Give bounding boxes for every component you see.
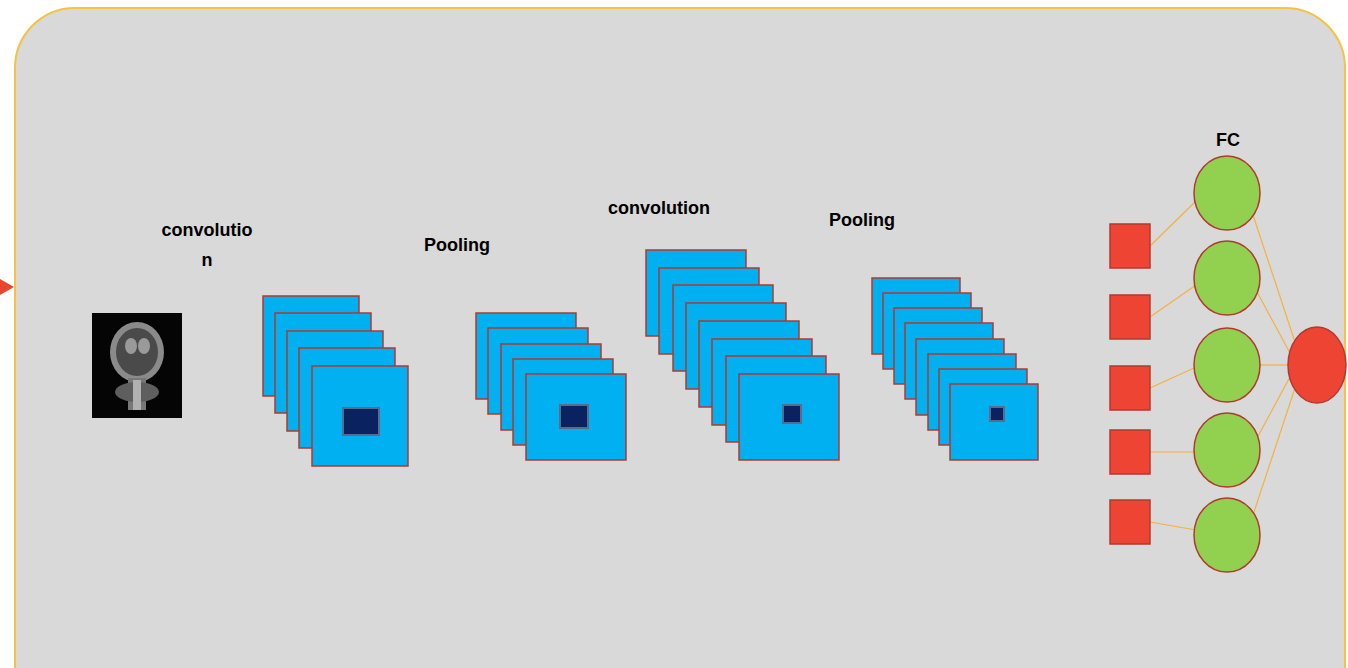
pool-feature-maps-2: [872, 278, 1038, 460]
fc-connections: [1150, 200, 1296, 530]
layer-label: Pooling: [829, 205, 895, 235]
output-neuron: [1288, 327, 1346, 403]
incoming-arrowhead: [0, 279, 14, 295]
panel-background: [15, 8, 1345, 668]
pool-feature-maps-1: [476, 313, 626, 460]
layer-label: convolution: [608, 193, 710, 223]
conv-feature-maps-2: [646, 250, 839, 460]
layer-label: FC: [1216, 125, 1240, 155]
layer-label: convolutio n: [158, 215, 256, 275]
mri-image: [92, 313, 182, 418]
conv-feature-maps-1: [263, 296, 408, 466]
layer-label: Pooling: [424, 230, 490, 260]
fc-hidden-neurons: [1194, 156, 1260, 572]
fc-input-squares: [1110, 224, 1150, 544]
